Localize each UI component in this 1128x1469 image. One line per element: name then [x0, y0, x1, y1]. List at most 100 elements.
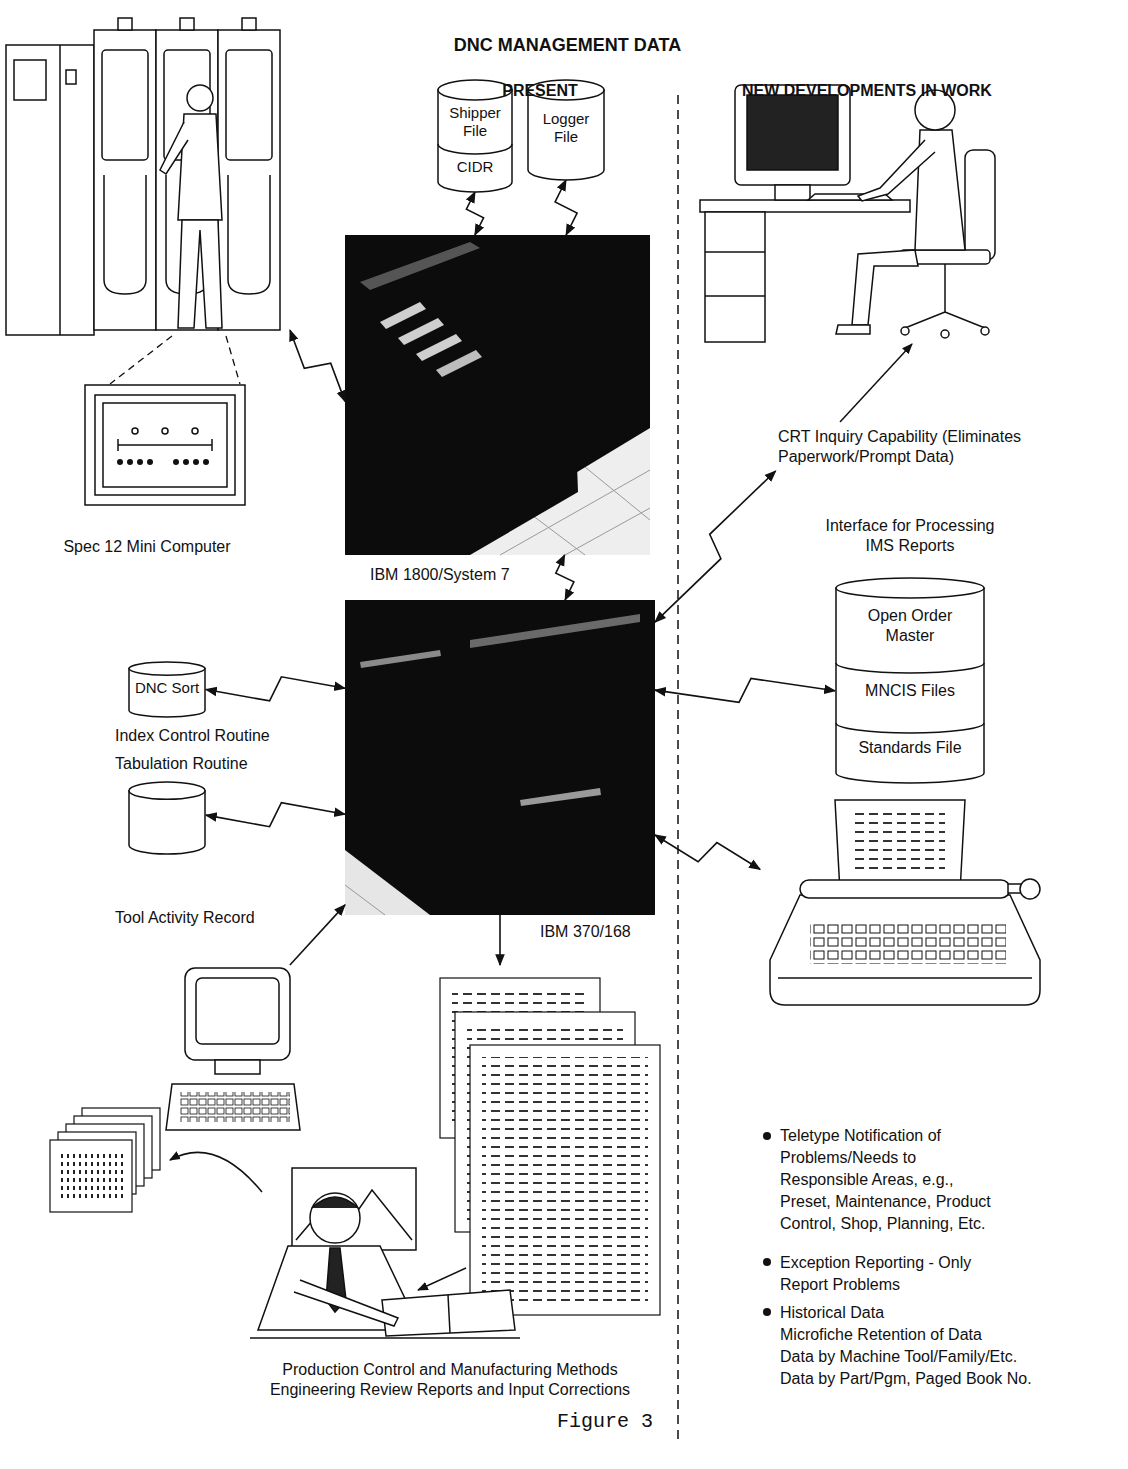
- connector: [655, 471, 776, 622]
- bullet-dot: [763, 1132, 771, 1316]
- cylinder-top: [129, 662, 205, 675]
- teletype-drawing: [800, 880, 1010, 898]
- workstation-drawing: [775, 185, 810, 200]
- workstation-drawing: [945, 312, 985, 328]
- workstation-drawing: [747, 95, 838, 170]
- computer-photo: [345, 235, 650, 555]
- note-label: NEW DEVELOPMENTS IN WORK: [742, 81, 1062, 101]
- cylinder-top: [836, 578, 984, 598]
- workstation-drawing: [858, 140, 935, 201]
- computer-photo: [360, 242, 480, 290]
- computer-photo: [345, 885, 385, 915]
- computer-photo-box: IBM 1800/System 7: [345, 235, 650, 555]
- node-text: IBM 1800/System 7: [370, 565, 550, 585]
- node-text: Interface for Processing IMS Reports: [810, 516, 1010, 556]
- computer-photo: [430, 410, 578, 555]
- console-drawing: [95, 395, 235, 495]
- reviewer-drawing: [448, 1295, 450, 1333]
- bullet-dot: [763, 1308, 771, 1316]
- node-text: DNC Sort: [130, 678, 204, 698]
- terminal-drawing: [180, 1092, 290, 1122]
- connector: [499, 915, 501, 965]
- leader-arrow: [840, 344, 912, 422]
- connector: [290, 905, 345, 965]
- console-drawing: [103, 403, 227, 487]
- reviewer-drawing: [250, 1168, 520, 1338]
- note-label: PRESENT: [470, 81, 610, 101]
- computer-room-drawing: [66, 70, 76, 84]
- computer-photo: [585, 467, 650, 520]
- computer-room-drawing: [6, 18, 280, 335]
- bullet-dot: [763, 1132, 771, 1140]
- terminal-drawing: [215, 1060, 260, 1074]
- computer-room-drawing: [104, 175, 146, 294]
- connector: [290, 330, 345, 401]
- console-lights: [147, 459, 153, 465]
- terminal-drawing: [196, 978, 279, 1044]
- teletype-drawing: [1020, 879, 1040, 899]
- divider-line: [677, 95, 679, 1440]
- computer-room: Spec 12 Mini Computer: [4, 25, 290, 570]
- computer-room-drawing: [59, 45, 61, 335]
- workstation-drawing: [735, 85, 850, 185]
- cylinder-outline: [128, 782, 206, 856]
- workstation-drawing: [705, 251, 765, 253]
- console-lights: [173, 459, 179, 465]
- leader-line: [226, 336, 240, 384]
- reviewer-drawing: [310, 1193, 360, 1243]
- cylinder-body: [528, 90, 604, 180]
- node-text: CRT Inquiry Capability (Eliminates Paper…: [778, 427, 1073, 467]
- console-drawing: [85, 385, 245, 505]
- cylinder-divider: [438, 144, 512, 154]
- workstation-drawing: [852, 250, 918, 325]
- node-text: Spec 12 Mini Computer: [4, 537, 290, 557]
- computer-room-drawing: [118, 18, 132, 30]
- console-drawing: [118, 444, 212, 446]
- computer-photo: [345, 850, 430, 915]
- reviewer-drawing: [292, 1168, 416, 1250]
- teletype-drawing: [770, 800, 1040, 1005]
- node-text: Tabulation Routine: [115, 754, 315, 774]
- node-text: Open Order Master: [855, 606, 965, 646]
- teletype-drawing: [810, 922, 1006, 964]
- computer-photo: [345, 600, 655, 915]
- crt-workstation: CRT Inquiry Capability (Eliminates Paper…: [700, 75, 1078, 471]
- computer-room-drawing: [178, 220, 222, 328]
- node-text: Tool Activity Record: [115, 908, 315, 928]
- computer-room-drawing: [180, 18, 194, 30]
- node-text: CIDR: [439, 158, 511, 176]
- workstation-drawing: [700, 85, 995, 342]
- diagram-title: DNC MANAGEMENT DATA: [380, 34, 755, 56]
- console-drawing: [211, 439, 213, 451]
- punched-cards: [58, 1150, 124, 1202]
- computer-room-drawing: [102, 50, 148, 160]
- console-lights: [193, 459, 199, 465]
- reviewer-drawing: [258, 1246, 420, 1330]
- console-drawing: [192, 428, 198, 434]
- note-label: Exception Reporting - Only Report Proble…: [780, 1252, 1010, 1296]
- computer-room-drawing: [242, 18, 256, 30]
- computer-photo: [398, 318, 444, 345]
- cylinder-divider: [836, 663, 984, 673]
- console-lights: [183, 459, 189, 465]
- reviewer-drawing: [312, 1197, 358, 1208]
- bullet-dot: [763, 1258, 771, 1266]
- node-text: MNCIS Files: [840, 681, 980, 701]
- computer-room-drawing: [6, 45, 94, 335]
- computer-room-drawing: [160, 122, 188, 174]
- console-drawing: [162, 428, 168, 434]
- punched-cards: [50, 1140, 132, 1212]
- connector: [555, 180, 577, 235]
- console-drawing: [85, 385, 245, 505]
- file-cylinder: Tabulation RoutineTool Activity Record: [128, 782, 206, 854]
- computer-photo: [345, 600, 655, 915]
- node-text: IBM 370/168: [540, 922, 655, 942]
- file-cylinder: Shipper FileCIDR: [437, 80, 513, 192]
- note-label: Historical Data: [780, 1302, 1100, 1324]
- note-label: Data by Part/Pgm, Paged Book No.: [780, 1368, 1100, 1390]
- figure-caption: Figure 3: [495, 1410, 715, 1434]
- reviewer-drawing: [294, 1280, 398, 1326]
- node-text: Shipper File: [439, 104, 511, 140]
- workstation-drawing: [901, 327, 909, 335]
